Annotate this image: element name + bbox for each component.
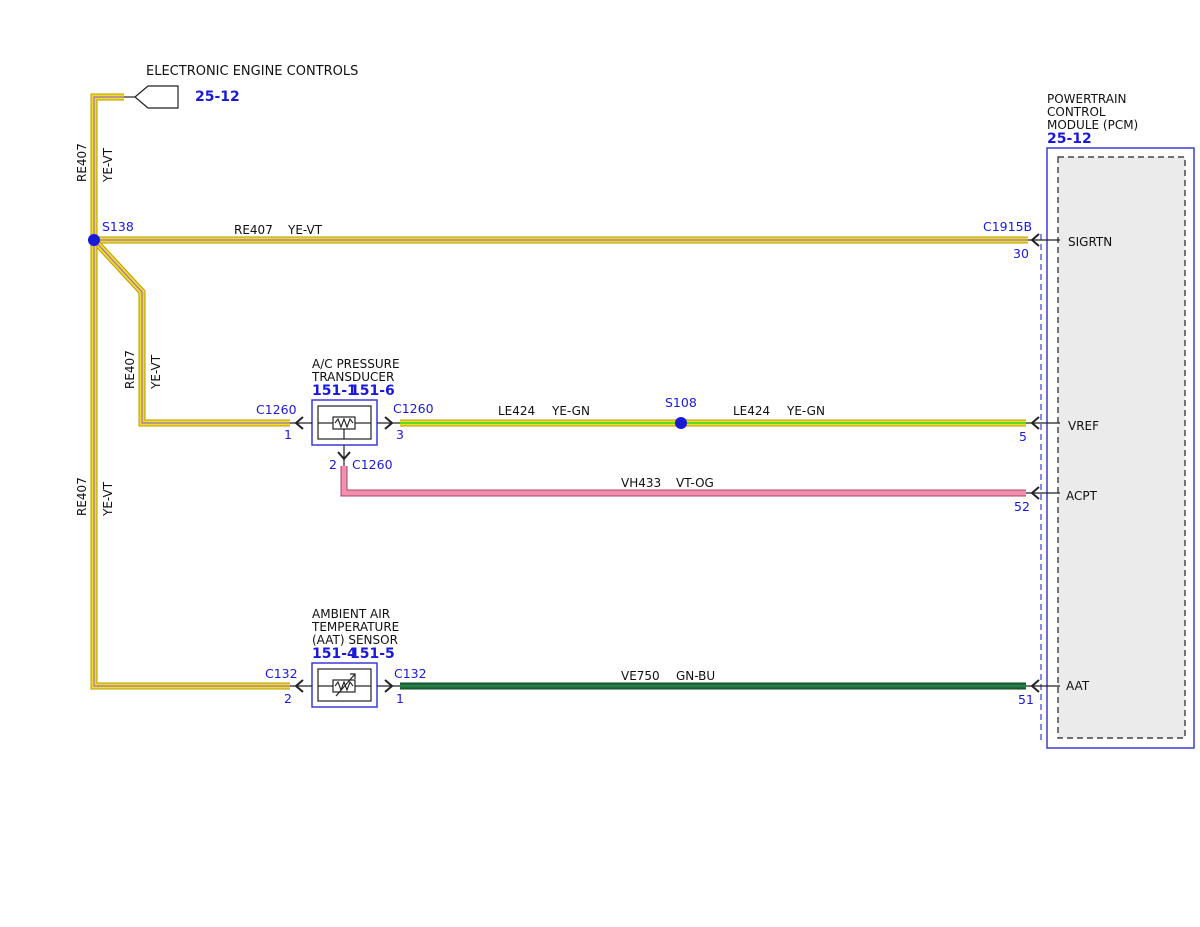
thermistor-icon xyxy=(318,673,371,697)
pcm-pin-number: 30 xyxy=(1013,246,1029,261)
vref-left-color: YE-GN xyxy=(551,404,590,418)
ac-pressure-transducer[interactable]: A/C PRESSURE TRANSDUCER 151-1 151-6 C126… xyxy=(256,357,434,472)
acpt-wire-circuit: VH433 xyxy=(621,476,661,490)
aat-sensor-page-ref-1[interactable]: 151-4 xyxy=(312,646,357,662)
aat-sensor-title-2: TEMPERATURE xyxy=(311,620,399,634)
vref-right-color: YE-GN xyxy=(786,404,825,418)
aat-sensor-connector-right: C132 xyxy=(394,666,427,681)
aat-sensor-right-terminal xyxy=(377,679,400,693)
vref-right-circuit: LE424 xyxy=(733,404,770,418)
ac-transducer-connector-left: C1260 xyxy=(256,402,297,417)
pcm-pin-number: 51 xyxy=(1018,692,1034,707)
pcm-title-2: CONTROL xyxy=(1047,105,1106,119)
aat-sensor-title-3: (AAT) SENSOR xyxy=(312,633,398,647)
pcm-pin-name: SIGRTN xyxy=(1068,235,1112,249)
pcm-pin-number: 52 xyxy=(1014,499,1030,514)
pin-arrow-icon xyxy=(1030,233,1040,247)
pcm-connector-label: C1915B xyxy=(983,219,1032,234)
engine-controls-page-ref[interactable]: 25-12 xyxy=(195,89,240,105)
pcm-pin-sigrtn[interactable]: SIGRTN 30 xyxy=(1013,233,1112,261)
ac-transducer-pin-right: 3 xyxy=(396,427,404,442)
pin-arrow-icon xyxy=(1030,416,1040,430)
pcm-pin-name: VREF xyxy=(1068,419,1099,433)
pcm-pin-number: 5 xyxy=(1019,429,1027,444)
page-reference-flag-icon xyxy=(134,85,179,109)
ac-transducer-connector-bottom: C1260 xyxy=(352,457,393,472)
branch-wire-circuit: RE407 xyxy=(123,350,137,389)
pcm-pin-name: ACPT xyxy=(1066,489,1098,503)
splice-s138-label: S138 xyxy=(102,219,134,234)
sigrtn-wire-color: YE-VT xyxy=(287,223,323,237)
ac-transducer-page-ref-1[interactable]: 151-1 xyxy=(312,383,357,399)
ac-transducer-pin-bottom: 2 xyxy=(329,457,337,472)
aat-sensor[interactable]: AMBIENT AIR TEMPERATURE (AAT) SENSOR 151… xyxy=(265,607,427,708)
pcm-pin-acpt[interactable]: ACPT 52 xyxy=(1014,486,1098,514)
ac-transducer-title-1: A/C PRESSURE xyxy=(312,357,400,371)
pcm-inner-box xyxy=(1057,156,1186,739)
pressure-resistor-icon xyxy=(318,416,371,439)
pcm-page-ref[interactable]: 25-12 xyxy=(1047,131,1092,147)
top-wire-color: YE-VT xyxy=(101,147,115,183)
ac-transducer-left-terminal xyxy=(290,416,312,430)
aat-sensor-pin-right: 1 xyxy=(396,691,404,706)
pcm-pin-vref[interactable]: VREF 5 xyxy=(1019,416,1099,444)
main-wire-color: YE-VT xyxy=(101,481,115,517)
wire-re407-top[interactable] xyxy=(90,93,124,240)
aat-wire-color: GN-BU xyxy=(676,669,715,683)
branch-wire-color: YE-VT xyxy=(149,354,163,390)
pcm-pin-aat[interactable]: AAT 51 xyxy=(1018,679,1090,707)
engine-controls-label: ELECTRONIC ENGINE CONTROLS xyxy=(146,64,358,79)
pcm-pin-name: AAT xyxy=(1066,679,1090,693)
pin-arrow-icon xyxy=(1030,679,1040,693)
ac-transducer-page-ref-2[interactable]: 151-6 xyxy=(350,383,395,399)
ac-transducer-right-terminal xyxy=(377,416,400,430)
splice-dot-icon xyxy=(675,417,687,429)
wire-re407-main[interactable] xyxy=(90,240,290,690)
aat-wire-circuit: VE750 xyxy=(621,669,660,683)
aat-sensor-left-terminal xyxy=(290,679,312,693)
splice-s108-label: S108 xyxy=(665,395,697,410)
ac-transducer-pin-left: 1 xyxy=(284,427,292,442)
pcm-title-3: MODULE (PCM) xyxy=(1047,118,1138,132)
acpt-wire-color: VT-OG xyxy=(676,476,714,490)
ac-transducer-title-2: TRANSDUCER xyxy=(311,370,394,384)
aat-sensor-page-ref-2[interactable]: 151-5 xyxy=(350,646,395,662)
splice-s108[interactable]: S108 xyxy=(665,395,697,429)
splice-s138[interactable]: S138 xyxy=(88,219,134,246)
top-wire-circuit: RE407 xyxy=(75,143,89,182)
aat-sensor-connector-left: C132 xyxy=(265,666,298,681)
sigrtn-wire-circuit: RE407 xyxy=(234,223,273,237)
aat-sensor-title-1: AMBIENT AIR xyxy=(312,607,390,621)
main-wire-circuit: RE407 xyxy=(75,477,89,516)
wire-re407-branch[interactable] xyxy=(91,237,290,427)
ac-transducer-connector-right: C1260 xyxy=(393,401,434,416)
pin-arrow-icon xyxy=(1030,486,1040,500)
wire-vh433-acpt[interactable] xyxy=(340,466,1026,497)
pcm-module[interactable]: POWERTRAIN CONTROL MODULE (PCM) 25-12 C1… xyxy=(983,92,1195,749)
vref-left-circuit: LE424 xyxy=(498,404,535,418)
aat-sensor-pin-left: 2 xyxy=(284,691,292,706)
engine-controls-reference[interactable]: ELECTRONIC ENGINE CONTROLS 25-12 xyxy=(134,64,358,109)
splice-dot-icon xyxy=(88,234,100,246)
pcm-title-1: POWERTRAIN xyxy=(1047,92,1127,106)
ac-transducer-bottom-terminal xyxy=(337,445,351,466)
